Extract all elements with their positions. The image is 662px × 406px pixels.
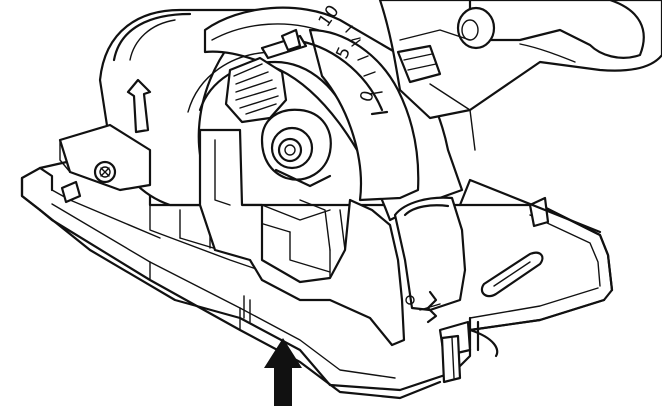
bevel-scale-label-0: 0	[357, 89, 379, 105]
blade-frame	[198, 128, 467, 347]
base-plate	[20, 148, 614, 400]
lower-blade-guard	[58, 8, 262, 207]
bevel-lock-knob	[224, 28, 308, 124]
arbor-bolt	[260, 108, 332, 188]
arrow-up-icon	[264, 338, 302, 406]
motor-handle	[378, 0, 662, 151]
